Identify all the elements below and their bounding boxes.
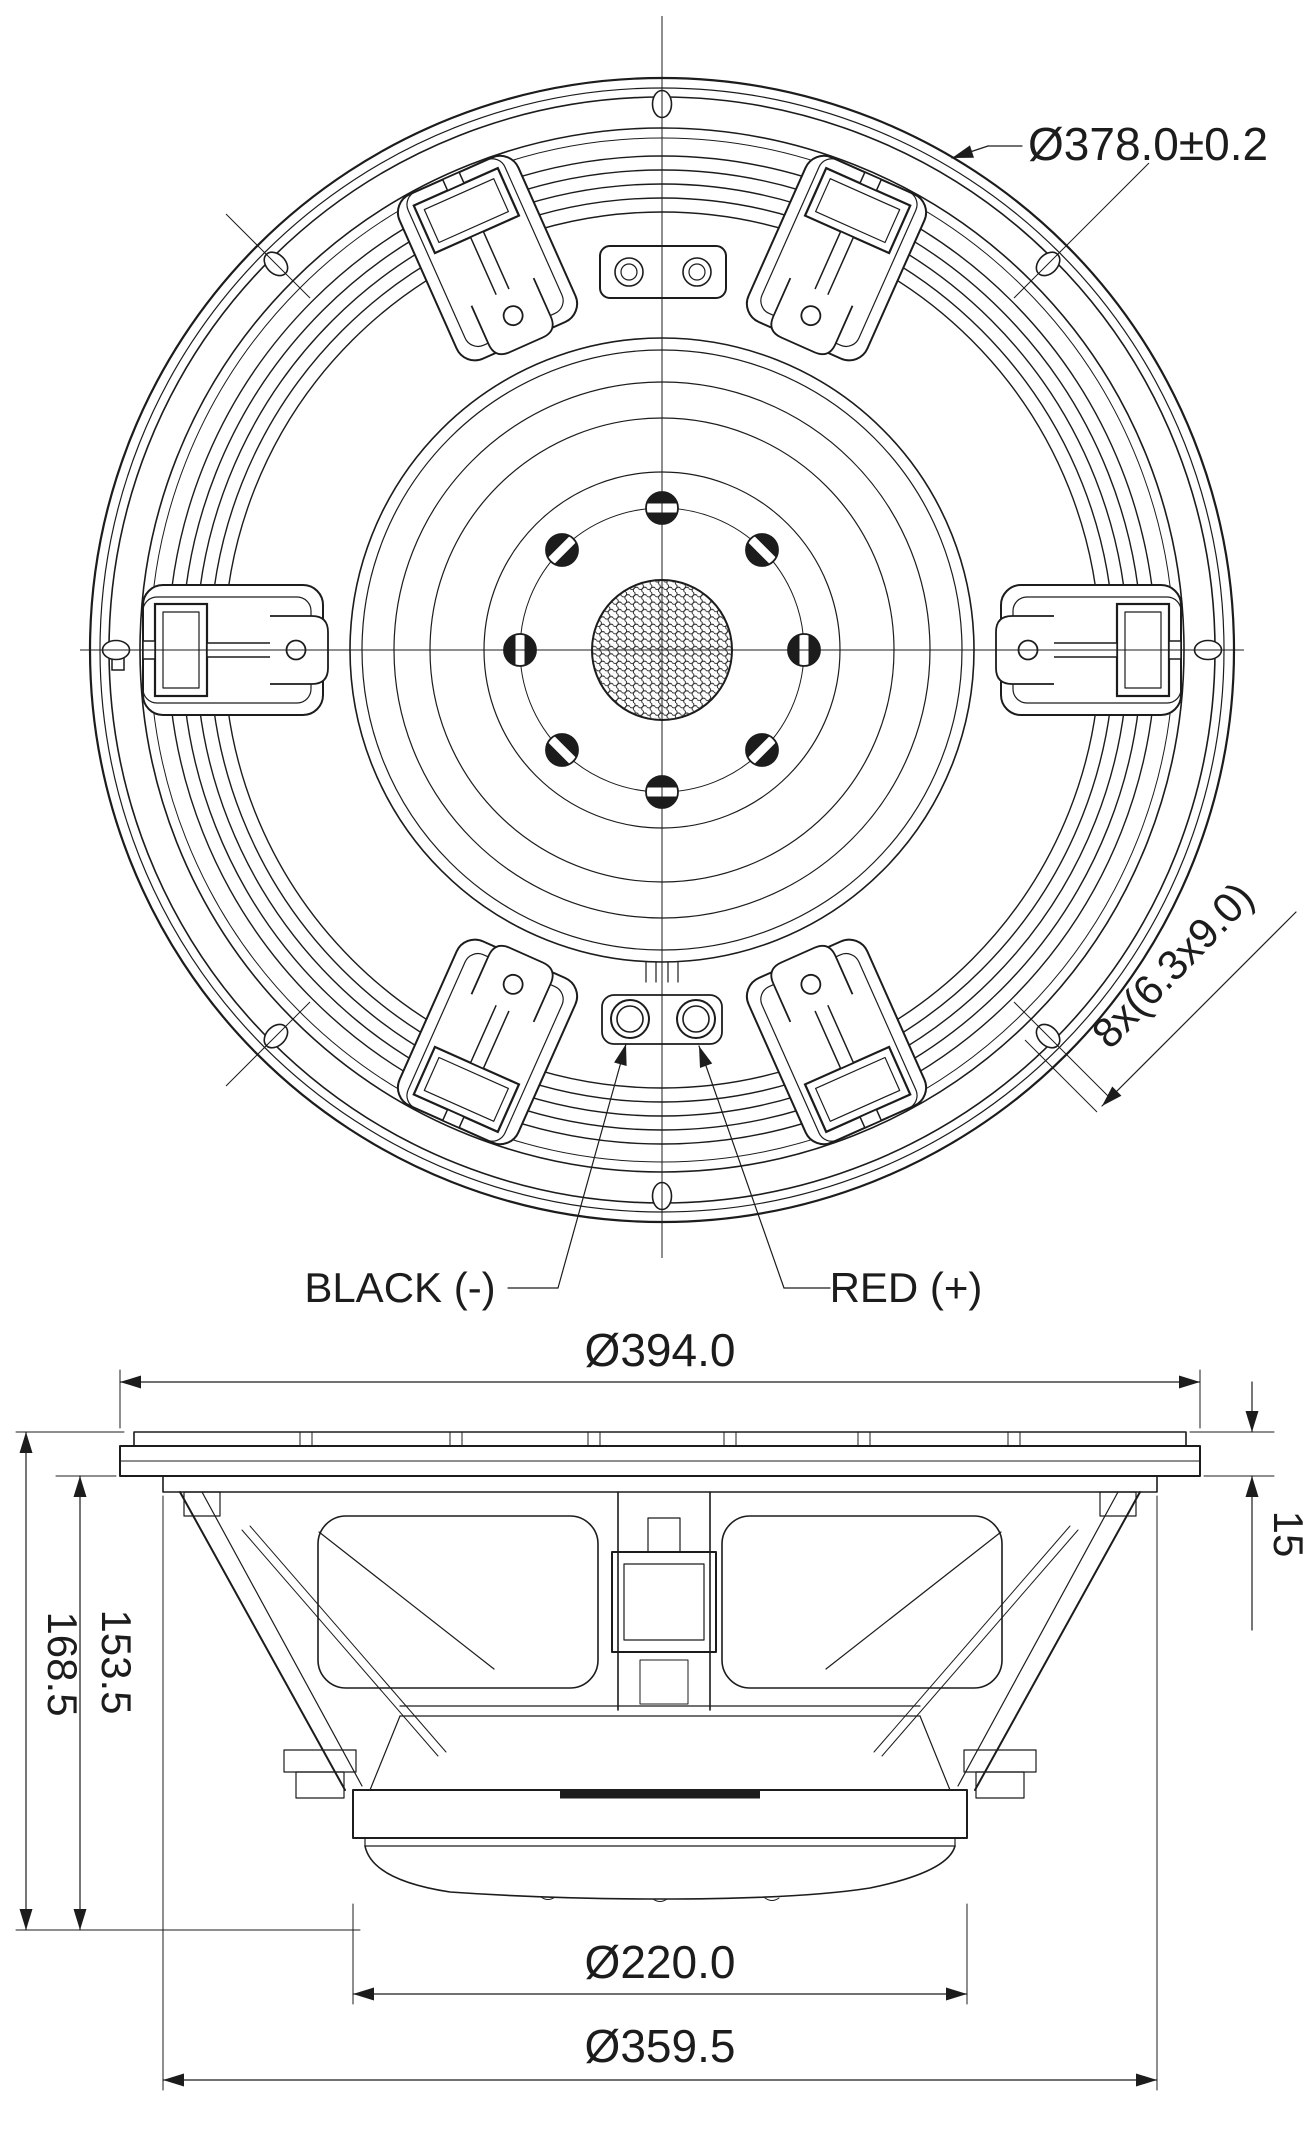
magnet-assembly [352, 1789, 968, 1902]
mounting-depth-label: 153.5 [93, 1609, 140, 1714]
basket-profile [179, 1491, 1141, 1799]
magnet-diameter-label: Ø220.0 [585, 1936, 736, 1988]
bolt-circle-dimension-label: Ø378.0±0.2 [1028, 118, 1268, 170]
spoke-lower-left [390, 927, 587, 1152]
cone-neck-ticks [645, 961, 679, 983]
basket-diameter-dimension: Ø359.5 [162, 1495, 1158, 2091]
side-view: Ø394.0 15 168.5 153.5 [15, 1324, 1308, 2091]
terminal-negative [610, 999, 650, 1039]
front-view: Ø378.0±0.2 8x(6.3x9.0) BLACK (-) RED (+) [80, 16, 1297, 1311]
basket-diameter-label: Ø359.5 [585, 2020, 736, 2072]
flange-thickness-dimension: 15 [1189, 1381, 1308, 1631]
magnet-diameter-dimension: Ø220.0 [352, 1903, 968, 2005]
spoke-lower-right [737, 927, 934, 1152]
positive-terminal-callout: RED (+) [692, 1043, 983, 1311]
mounting-flange [119, 1431, 1201, 1493]
bolt-circle-dimension: Ø378.0±0.2 [949, 118, 1268, 170]
total-depth-label: 168.5 [39, 1611, 86, 1716]
overall-diameter-label: Ø394.0 [585, 1324, 736, 1376]
centerlines [80, 16, 1244, 1258]
mounting-depth-dimension: 153.5 [55, 1475, 140, 1931]
slot-dimension-label: 8x(6.3x9.0) [1083, 873, 1263, 1057]
positive-terminal-label: RED (+) [830, 1264, 983, 1311]
gasket-slot-ticks [299, 1431, 1021, 1447]
spoke-upper-left [390, 148, 587, 373]
flange-thickness-label: 15 [1265, 1511, 1308, 1558]
total-depth-dimension: 168.5 [15, 1431, 361, 1931]
spoke-upper-right [737, 148, 934, 373]
top-bridge-plate [599, 245, 727, 299]
terminal-positive [676, 999, 716, 1039]
negative-terminal-label: BLACK (-) [304, 1264, 495, 1311]
overall-diameter-dimension: Ø394.0 [119, 1324, 1201, 1429]
slot-centerlines [225, 162, 1150, 1113]
negative-terminal-callout: BLACK (-) [304, 1042, 633, 1311]
